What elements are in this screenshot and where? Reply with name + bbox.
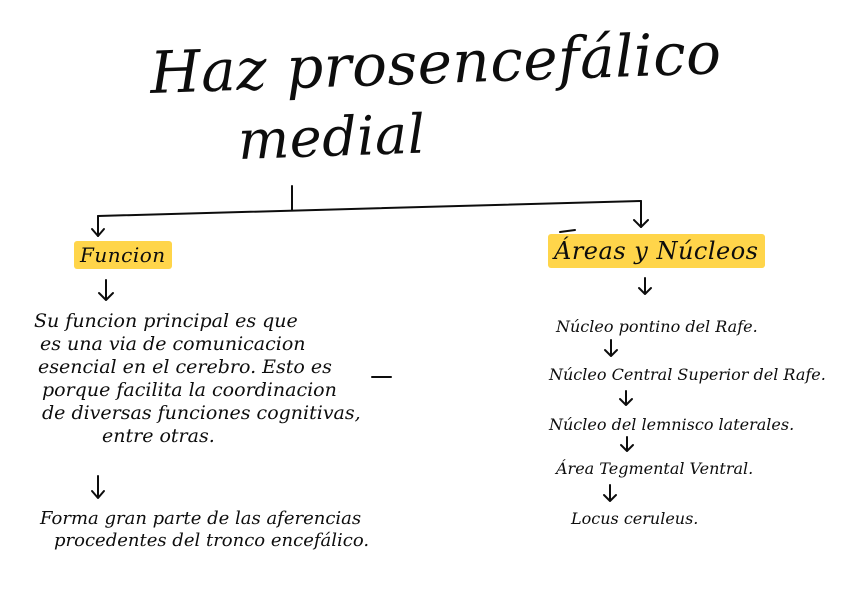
heading-funcion: Funcion [74,241,172,269]
function-description: Su funcion principal es que es una via d… [34,310,361,448]
function-description-line: entre otras. [102,425,215,447]
function-description-line: Su funcion principal es que [34,310,298,332]
branch-line [97,200,642,217]
arrow-nucleus-3-to-4 [620,436,634,452]
nucleus-item: Núcleo pontino del Rafe. [556,317,758,336]
afferents-note: Forma gran parte de las aferencias proce… [40,508,369,552]
function-description-line: porque facilita la coordinacion [42,379,337,401]
nucleus-item: Área Tegmental Ventral. [556,459,754,478]
arrow-nucleus-4-to-5 [603,484,617,502]
arrow-nucleus-1-to-2 [604,339,618,357]
arrow-funcion-to-paragraph [98,279,114,301]
page-title-line-2: medial [236,102,427,172]
nucleus-item: Núcleo Central Superior del Rafe. [549,365,826,384]
heading-areas-nucleos: Áreas y Núcleos [548,234,765,268]
nucleus-item: Núcleo del lemnisco laterales. [549,415,795,434]
afferents-note-line: procedentes del tronco encefálico. [54,530,370,551]
nucleus-item: Locus ceruleus. [571,509,699,528]
arrow-heading-to-nucleus-1 [638,277,652,295]
afferents-note-line: Forma gran parte de las aferencias [40,508,362,529]
left-branch-arrowhead [91,228,105,237]
overbar-area [559,229,576,233]
arrow-nucleus-2-to-3 [619,390,633,406]
function-description-line: es una via de comunicacion [40,333,306,355]
right-branch-arrowhead [633,219,649,228]
function-description-line: esencial en el cerebro. Esto es [38,356,332,378]
arrow-paragraph1-to-paragraph2 [91,475,105,499]
function-description-line: de diversas funciones cognitivas, [42,402,361,424]
